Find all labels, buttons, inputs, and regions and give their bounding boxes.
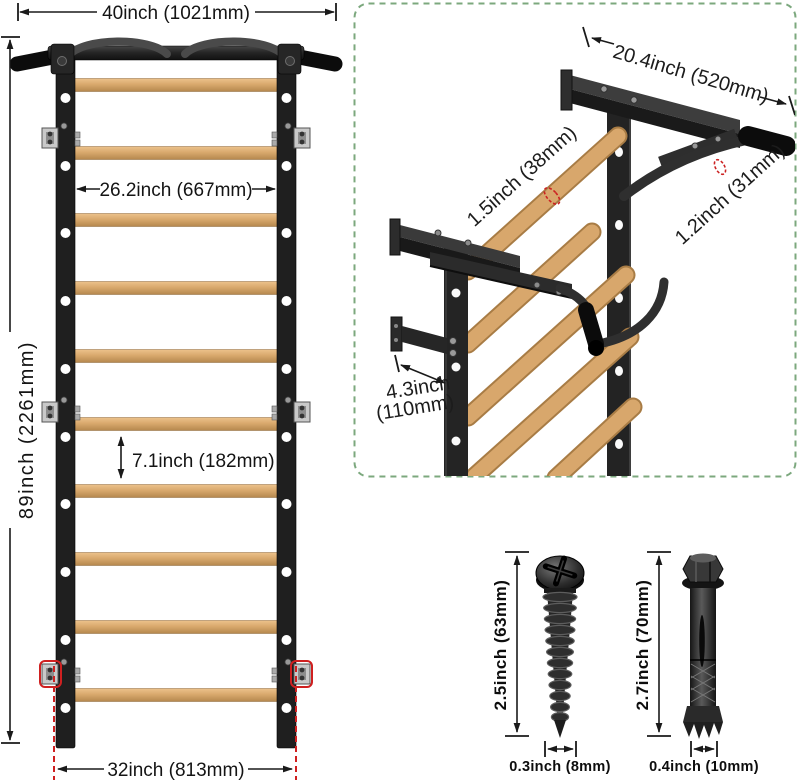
dim-label-screw-diameter: 0.3inch (8mm) xyxy=(509,759,610,775)
dim-bottom-width: 32inch (813mm) xyxy=(53,666,297,781)
bracket-mid-right xyxy=(271,396,311,423)
dim-rung-spacing: 7.1inch (182mm) xyxy=(117,436,275,479)
dim-label-screw-length: 2.5inch (63mm) xyxy=(491,580,510,711)
detail-crossbar xyxy=(429,252,573,299)
bracket-top-left xyxy=(41,122,81,149)
bar-diameter-marker xyxy=(713,158,727,176)
bracket-top-right xyxy=(271,122,311,149)
wooden-rungs xyxy=(63,78,289,702)
dim-wall-offset: 4.3inch (110mm) xyxy=(375,354,456,425)
screw xyxy=(535,555,585,738)
dim-label-rung-spacing: 7.1inch (182mm) xyxy=(132,451,275,472)
bracket-mid-left xyxy=(41,396,81,423)
detail-foam-grip xyxy=(738,126,795,156)
dim-anchor-diameter: 0.4inch (10mm) xyxy=(649,741,759,775)
handle-hump-right xyxy=(181,37,288,60)
phillips-slot-icon xyxy=(542,555,578,587)
ladder-front-view: 40inch (1021mm) 26.2inch (667mm) 89inch … xyxy=(1,3,343,781)
detail-right-arm xyxy=(560,69,740,168)
dim-label-bottom-width: 32inch (813mm) xyxy=(107,760,244,781)
dim-label-anchor-diameter: 0.4inch (10mm) xyxy=(649,759,759,775)
rung-diameter-marker xyxy=(543,187,561,205)
pullup-bar-detail-view: 20.4inch (520mm) 1.5inch (38mm) 1.2inch … xyxy=(353,2,797,478)
wall-brackets xyxy=(39,122,313,688)
dim-label-total-height: 89inch (2261mm) xyxy=(16,341,38,519)
anchor-knurling xyxy=(690,663,716,703)
detail-angled-grip xyxy=(578,302,604,352)
dim-total-height: 89inch (2261mm) xyxy=(1,36,38,744)
mounting-hardware: 2.5inch (63mm) 0.3inch (8mm) 2.7in xyxy=(491,551,759,775)
detail-front-rail xyxy=(444,247,468,476)
detail-handles xyxy=(555,126,795,356)
dim-label-inner-width: 26.2inch (667mm) xyxy=(99,180,252,201)
dim-screw-diameter: 0.3inch (8mm) xyxy=(509,741,610,775)
handle-hump-left xyxy=(64,37,171,60)
dim-label-anchor-length: 2.7inch (70mm) xyxy=(633,580,652,711)
pull-up-bar xyxy=(9,37,343,75)
dim-inner-width: 26.2inch (667mm) xyxy=(76,180,276,201)
screw-threads xyxy=(542,591,578,722)
bracket-bottom-right xyxy=(271,658,313,688)
dim-screw-length: 2.5inch (63mm) xyxy=(491,551,529,737)
dim-top-width: 40inch (1021mm) xyxy=(17,3,337,24)
expansion-anchor xyxy=(682,553,724,739)
detail-wall-bracket xyxy=(390,316,457,357)
dim-anchor-length: 2.7inch (70mm) xyxy=(633,551,671,737)
rail-holes xyxy=(60,93,292,713)
dim-label-top-width: 40inch (1021mm) xyxy=(102,3,250,24)
